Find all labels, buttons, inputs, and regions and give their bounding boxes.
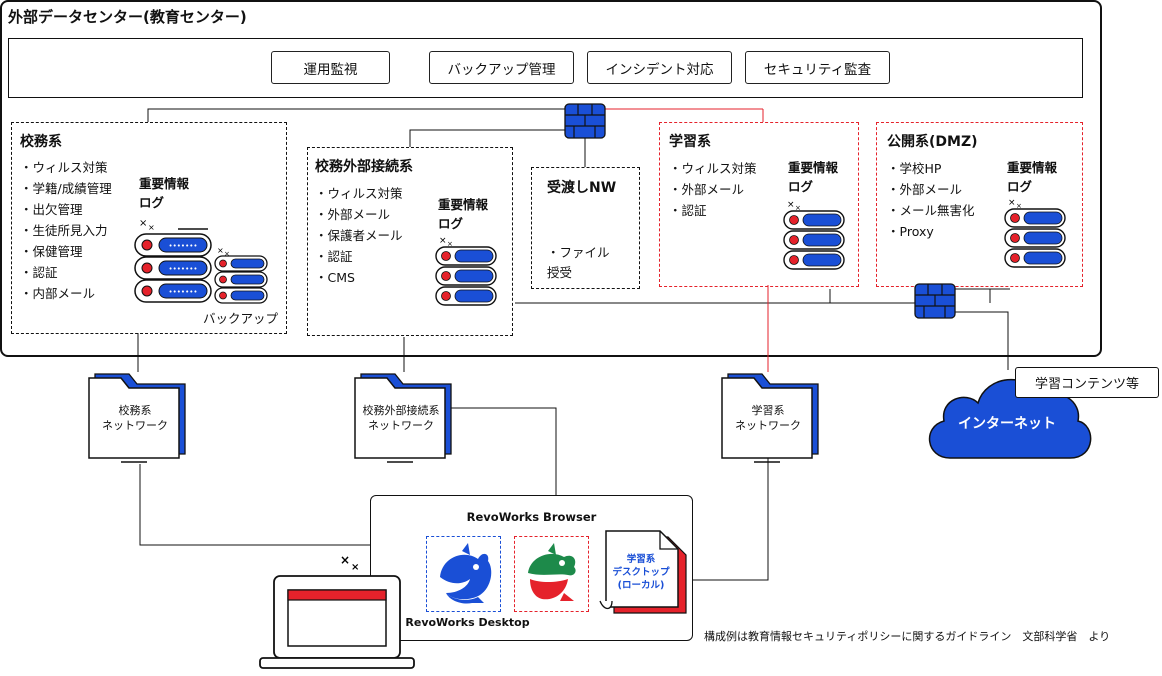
service-incident[interactable]: インシデント対応 [587,51,732,84]
zone-dmz-list: 学校HP 外部メール メール無害化 Proxy [887,158,975,242]
list-item: 保護者メール [315,225,403,246]
network-komu-ext-label: 校務外部接続系 ネットワーク [362,404,440,432]
orca-logo-icon [520,543,584,609]
list-item: ウィルス対策 [669,158,757,179]
content-tag: 学習コンテンツ等 [1015,367,1159,398]
svg-text:×: × [439,236,447,246]
svg-text:×: × [148,223,155,232]
list-item: 学籍/成績管理 [20,178,112,199]
document-icon [598,527,690,621]
log-label: 重要情報 ログ [139,176,190,210]
server-stack-icon: × × ••••••• ••••••• ••••••• [133,216,213,310]
svg-text:×: × [787,200,795,210]
folder-network-icon [87,370,189,470]
svg-text:•••••••: ••••••• [169,288,198,296]
firewall-icon [914,283,956,323]
log-label: 重要情報 ログ [1007,160,1058,194]
list-item: CMS [315,267,403,288]
zone-watashi-list: ファイル 授受 [547,203,610,303]
list-item: 出欠管理 [20,199,112,220]
revoworks-browser-label: RevoWorks Browser [370,510,693,524]
list-item: 生徒所見入力 [20,220,112,241]
log-label: 重要情報 ログ [788,160,839,194]
network-gakushu-label: 学習系 ネットワーク [735,404,801,432]
list-item: 認証 [315,246,403,267]
list-item: 認証 [20,262,112,283]
server-stack-icon: × × [1003,196,1067,274]
folder-network-icon [353,370,455,470]
svg-text:•••••••: ••••••• [169,265,198,273]
list-item: ウィルス対策 [20,157,112,178]
zone-gakushu-title: 学習系 [669,134,711,150]
svg-text:×: × [1016,202,1022,210]
service-monitoring[interactable]: 運用監視 [271,51,390,84]
zone-dmz [876,122,1083,287]
zone-komu-ext [307,147,513,336]
svg-text:×: × [1008,198,1016,208]
svg-text:×: × [224,250,230,258]
zone-komu-title: 校務系 [20,134,62,150]
network-komu-label: 校務系 ネットワーク [102,404,168,432]
list-item: ウィルス対策 [315,183,403,204]
svg-text:×: × [447,240,453,248]
list-item: 保健管理 [20,241,112,262]
svg-text:•••••••: ••••••• [169,242,198,250]
services-bar [8,38,1083,98]
datacenter-title: 外部データセンター(教育センター) [8,8,247,26]
svg-text:×: × [351,562,359,573]
zone-dmz-title: 公開系(DMZ) [887,134,978,150]
svg-text:×: × [795,204,801,212]
backup-server-icon: × × [213,244,269,310]
revoworks-desktop-label: RevoWorks Desktop [405,616,530,629]
datacenter-frame [0,0,1102,357]
svg-text:×: × [217,246,224,255]
internet-label: インターネット [958,416,1056,432]
svg-text:×: × [139,218,147,229]
zone-komu-list: ウィルス対策 学籍/成績管理 出欠管理 生徒所見入力 保健管理 認証 内部メール [20,157,112,304]
revoworks-desktop-text: RevoWorks Desktop [405,616,530,629]
laptop-icon: × × [258,552,418,676]
list-item: 外部メール [887,179,975,200]
zone-komu [11,122,287,334]
list-item: 外部メール [315,204,403,225]
folder-network-icon [720,370,822,470]
cloud-icon [920,365,1095,467]
zone-gakushu [659,122,859,287]
list-item: 外部メール [669,179,757,200]
revoworks-browser-text: RevoWorks Browser [466,510,597,524]
zone-watashi [531,167,640,289]
list-item: ファイル 授受 [547,243,610,283]
firewall-icon [564,103,606,143]
service-audit[interactable]: セキュリティ監査 [745,51,890,84]
orca-logo-icon [432,543,496,609]
browser-logo-frame [514,536,589,612]
zone-komu-ext-title: 校務外部接続系 [315,159,413,175]
list-item: 学校HP [887,158,975,179]
local-desktop-label: 学習系 デスクトップ (ローカル) [612,554,670,591]
zone-komu-ext-list: ウィルス対策 外部メール 保護者メール 認証 CMS [315,183,403,288]
server-stack-icon: × × [782,198,846,276]
zone-gakushu-list: ウィルス対策 外部メール 認証 [669,158,757,221]
server-stack-icon: × × [434,234,498,312]
desktop-logo-frame [426,536,501,612]
list-item: メール無害化 [887,200,975,221]
service-backup[interactable]: バックアップ管理 [429,51,574,84]
footnote: 構成例は教育情報セキュリティポリシーに関するガイドライン 文部科学省 より [704,630,1111,643]
backup-label: バックアップ [203,311,279,326]
list-item: 内部メール [20,283,112,304]
zone-watashi-title: 受渡しNW [547,180,617,196]
svg-text:×: × [340,553,350,567]
list-item: 認証 [669,200,757,221]
list-item: Proxy [887,221,975,242]
log-label: 重要情報 ログ [438,197,489,231]
